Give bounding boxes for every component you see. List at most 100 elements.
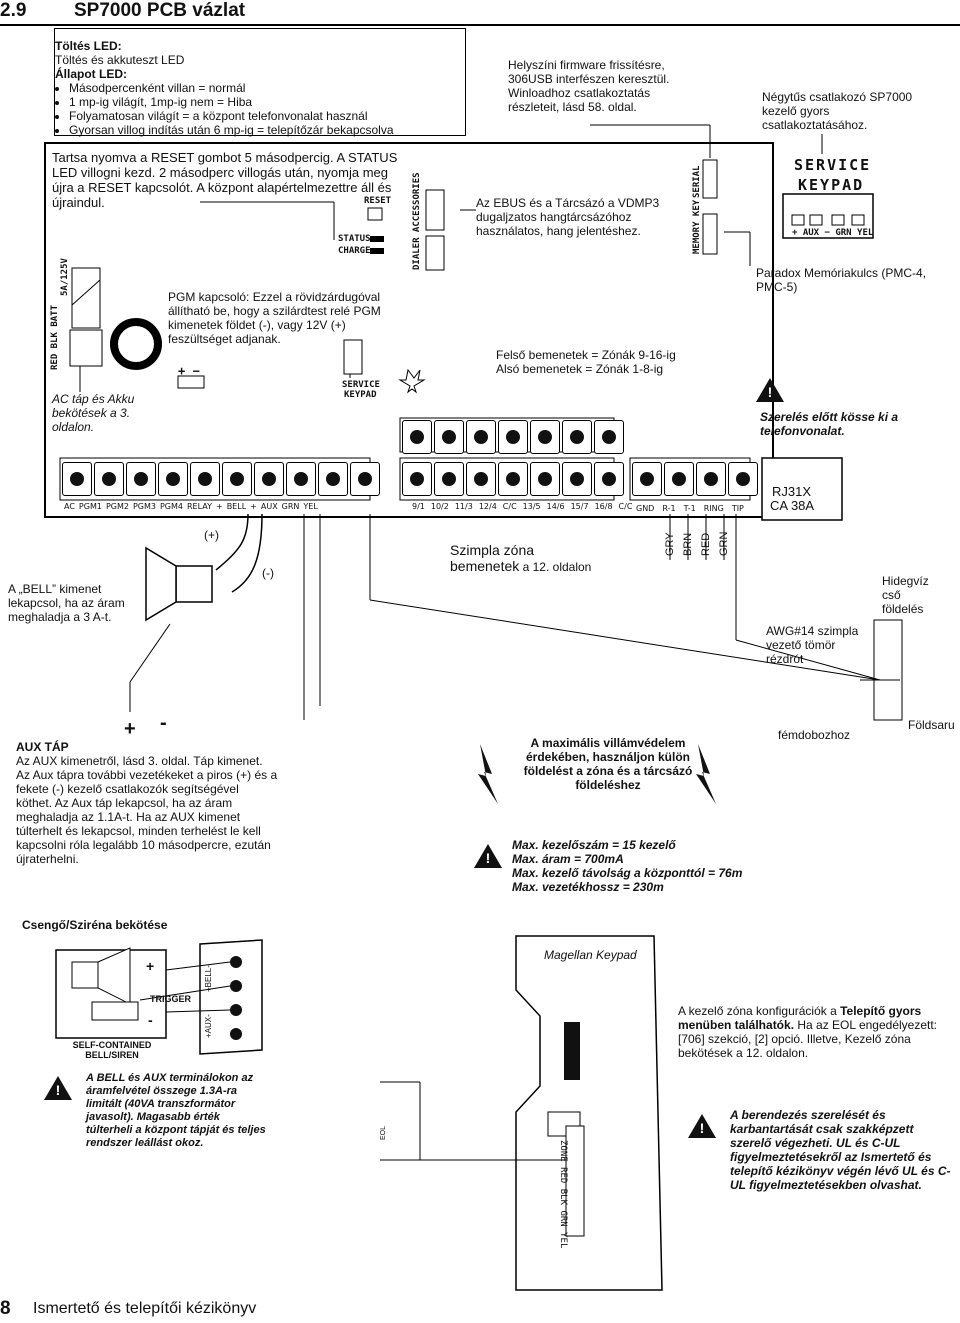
keypad-zone-note: A kezelő zóna konfigurációk a Telepítő g… — [678, 1004, 948, 1060]
ground-rod-note: Földsaru — [908, 718, 955, 732]
siren-minus: - — [148, 1012, 153, 1028]
terminal-label: C/C — [502, 502, 517, 511]
wire-color-label: RED — [700, 532, 712, 556]
four-pin-note: Négytűs csatlakozó SP7000 kezelő gyors c… — [762, 90, 913, 132]
siren-plus: + — [146, 958, 155, 974]
terminal-screw — [286, 462, 316, 496]
single-zone-line: Szimpla zóna — [450, 542, 535, 558]
output-terminal-labels: AC PGM1 PGM2 PGM3 PGM4 RELAY + BELL + AU… — [64, 502, 318, 511]
installer-warning: A berendezés szerelését és karbantartásá… — [730, 1108, 951, 1192]
metal-box-note: fémdobozhoz — [778, 728, 851, 742]
terminal-screw — [530, 420, 560, 454]
terminal-label: PGM2 — [105, 502, 129, 511]
max-specs: Max. kezelőszám = 15 kezelő Max. áram = … — [512, 838, 742, 894]
terminal-label: 9/1 — [412, 502, 425, 511]
terminal-label: + — [250, 502, 257, 511]
page-number: 8 — [0, 1298, 11, 1319]
terminal-screw — [664, 462, 694, 496]
batt-label: RED BLK BATT — [50, 304, 60, 370]
firmware-note: Helyszíni firmware frissítésre, 306USB i… — [508, 58, 670, 114]
section-number: 2.9 — [0, 0, 27, 21]
terminal-label: RELAY — [186, 502, 212, 511]
terminal-label: YEL — [303, 502, 318, 511]
terminal-label: 16/8 — [594, 502, 613, 511]
tel-terminal-row — [632, 462, 758, 496]
max-spec-item: Max. áram = 700mA — [512, 852, 624, 866]
terminal-label: PGM3 — [132, 502, 156, 511]
terminal-label: PGM1 — [78, 502, 102, 511]
charge-led-desc: Töltés és akkuteszt LED — [55, 53, 185, 67]
reset-label: RESET — [364, 196, 392, 206]
terminal-screw — [350, 462, 380, 496]
status-led-list: Másodpercenként villan = normál 1 mp-ig … — [55, 81, 465, 137]
terminal-screw — [498, 420, 528, 454]
service-keypad-small-label: KEYPAD — [344, 390, 377, 400]
bell-minus-label: (-) — [262, 566, 274, 580]
warning-icon: ! — [44, 1076, 72, 1100]
terminal-screw — [594, 462, 624, 496]
terminal-screw — [62, 462, 92, 496]
keypad-zone-text: A kezelő zóna konfigurációk a — [678, 1004, 841, 1018]
rj31x-label: CA 38A — [770, 498, 815, 513]
ac-note: AC táp és Akku bekötések a 3. oldalon. — [52, 392, 135, 434]
wire-color-label: GRN — [718, 531, 730, 556]
lightning-note: A maximális villámvédelem érdekében, has… — [523, 736, 693, 792]
aux-plus-label: + — [124, 718, 136, 740]
status-led-item: Gyorsan villog indítás után 6 mp-ig = te… — [69, 123, 465, 137]
terminal-label: GRN — [281, 502, 300, 511]
zone-terminal-labels: 9/1 10/2 11/3 12/4 C/C 13/5 14/6 15/7 16… — [412, 502, 632, 511]
terminal-screw — [402, 462, 432, 496]
status-led-title: Állapot LED: — [55, 67, 127, 81]
terminal-label: 12/4 — [478, 502, 497, 511]
max-spec-item: Max. vezetékhossz = 230m — [512, 880, 664, 894]
terminal-screw — [94, 462, 124, 496]
terminal-screw — [434, 462, 464, 496]
pgm-note: PGM kapcsoló: Ezzel a rövidzárdugóval ál… — [168, 290, 381, 346]
warning-icon: ! — [474, 844, 502, 868]
fuse-label: 5A/125V — [60, 258, 70, 296]
trigger-label: TRIGGER — [150, 994, 192, 1004]
footer-title: Ismertető és telepítői kézikönyv — [33, 1300, 257, 1317]
terminal-screw — [466, 420, 496, 454]
terminal-label: C/C — [618, 502, 633, 511]
terminal-screw — [190, 462, 220, 496]
eol-label: EOL — [380, 1125, 387, 1140]
terminal-label: GND — [636, 504, 655, 513]
self-contained-label: SELF-CONTAINED BELL/SIREN — [72, 1040, 152, 1060]
ebus-note: Az EBUS és a Tárcsázó a VDMP3 dugaljzato… — [476, 196, 660, 238]
terminal-label: 10/2 — [430, 502, 449, 511]
terminal-label: 15/7 — [570, 502, 589, 511]
aux-tag: +AUX- — [204, 1014, 213, 1038]
telephone-warning: Szerelés előtt kösse ki a telefonvonalat… — [760, 410, 899, 438]
keypad-zone-text: Ha az EOL engedélyezett: [706] szekció, … — [678, 1018, 938, 1060]
charge-label: CHARGE — [338, 246, 371, 256]
bell-plus-label: (+) — [204, 528, 219, 542]
terminal-screw — [254, 462, 284, 496]
service-keypad-small-label: SERVICE — [342, 380, 380, 390]
terminal-label: 11/3 — [454, 502, 473, 511]
terminal-label: AUX — [260, 502, 278, 511]
aux-title: AUX TÁP — [16, 740, 69, 754]
terminal-label: R-1 — [662, 504, 676, 513]
output-terminal-row — [62, 462, 380, 496]
terminal-screw — [562, 462, 592, 496]
siren-title: Csengő/Sziréna bekötése — [22, 918, 168, 932]
bell-aux-warning: A BELL és AUX terminálokon az áramfelvét… — [86, 1072, 266, 1149]
terminal-screw — [158, 462, 188, 496]
single-zone-page: a 12. oldalon — [519, 560, 592, 574]
terminal-label: + — [215, 502, 223, 511]
awg-note: AWG#14 szimpla vezető tömör rézdrót — [766, 624, 859, 666]
memory-key-label: MEMORY KEY — [692, 199, 702, 254]
terminal-label: TIP — [731, 504, 744, 513]
status-led-item: Másodpercenként villan = normál — [69, 81, 465, 95]
terminal-screw — [498, 462, 528, 496]
terminal-screw — [594, 420, 624, 454]
led-info-box: Töltés LED: Töltés és akkuteszt LED Álla… — [54, 28, 466, 137]
wire-color-label: GRY — [664, 532, 676, 556]
terminal-label: PGM4 — [159, 502, 183, 511]
status-label: STATUS — [338, 234, 371, 244]
charge-led-title: Töltés LED: — [55, 39, 122, 53]
single-zone-line: bemenetek — [450, 558, 520, 574]
serial-label: SERIAL — [692, 165, 702, 198]
service-keypad-label: KEYPAD — [798, 176, 865, 194]
